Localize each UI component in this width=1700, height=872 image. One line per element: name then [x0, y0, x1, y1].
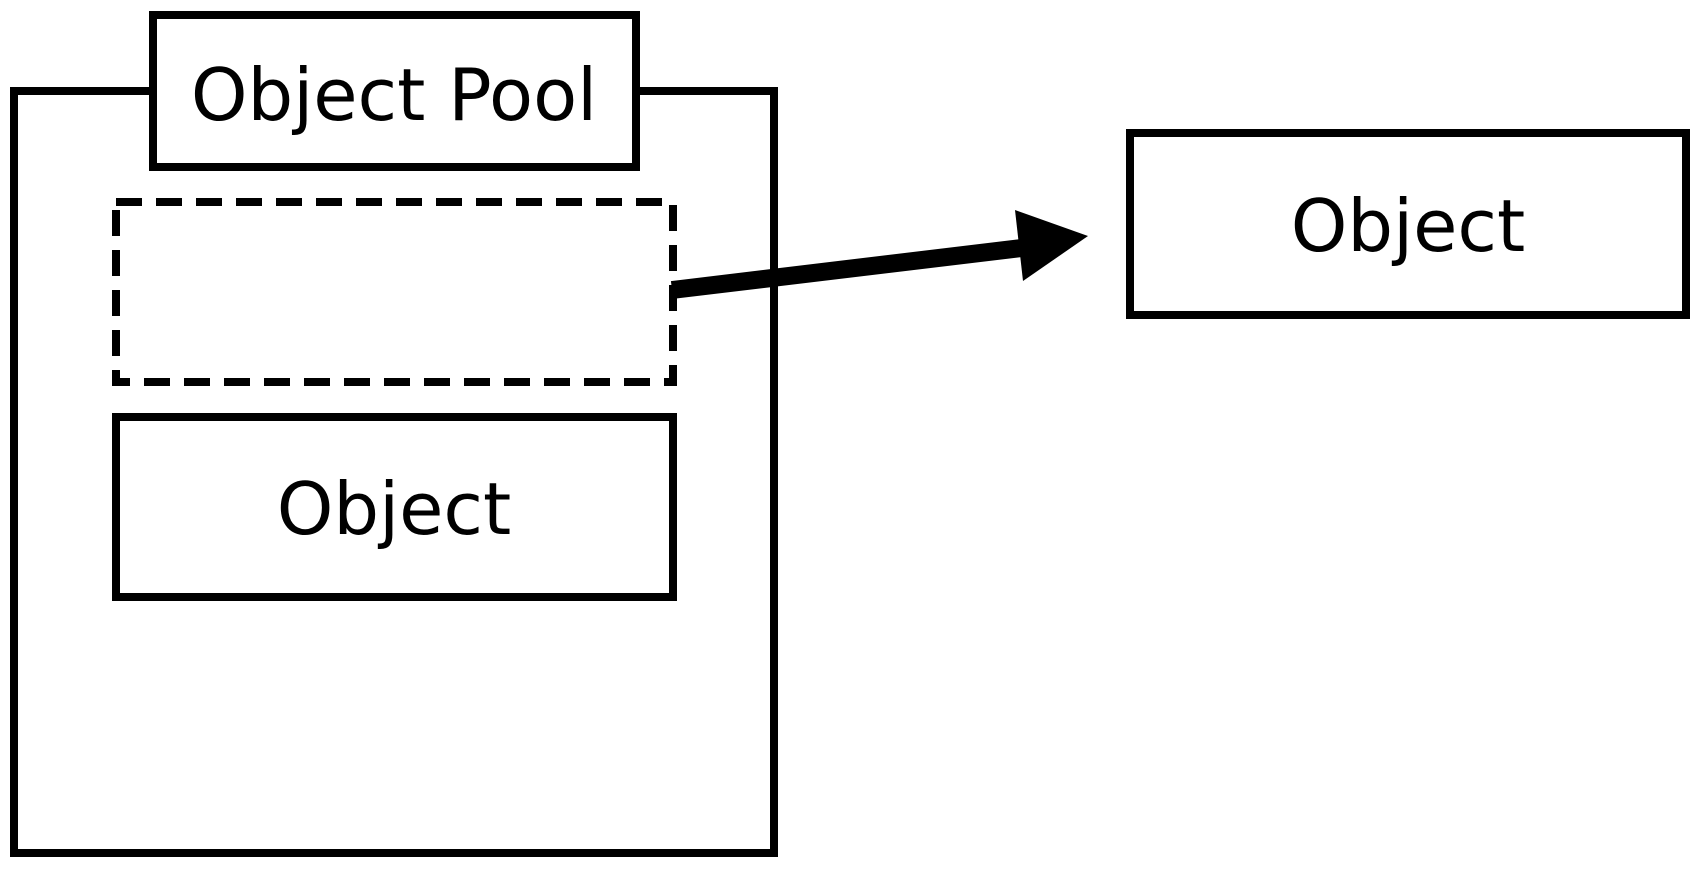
pooled-object-label: Object — [277, 467, 512, 551]
pooled-object-box — [112, 413, 677, 601]
pool-title: Object Pool — [191, 53, 597, 137]
empty-slot — [112, 198, 677, 386]
borrowed-object-box — [1126, 129, 1690, 319]
borrow-arrow-shaft — [670, 238, 1032, 299]
pool-title-box — [149, 11, 640, 171]
borrowed-object-label: Object — [1291, 184, 1526, 268]
borrow-arrow — [670, 210, 1088, 299]
borrow-arrow-head — [1015, 210, 1088, 281]
